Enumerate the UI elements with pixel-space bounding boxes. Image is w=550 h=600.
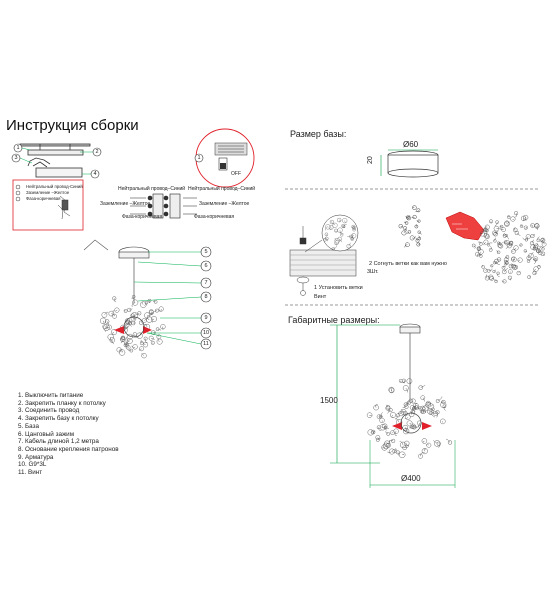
legend-item: 4. Закрепить базу к потолку [18, 415, 99, 423]
legend-item: 5. База [18, 422, 39, 430]
parts-legend: 1. Выключить питание 2. Закрепить планку… [18, 392, 119, 477]
wiring-phase-left: Фаза-коричневая [122, 214, 163, 220]
callout-1: 1 [16, 145, 20, 151]
wiring-box-frame [12, 179, 84, 231]
wiring-neutral-left: Нейтральный провод–Синий [118, 186, 186, 192]
legend-item: 6. Цанговый зажим [18, 430, 75, 438]
callout-10: 10 [202, 330, 210, 336]
wiring-box-neutral-label: Нейтральный провод-Синий [26, 184, 83, 189]
gabarit-title: Габаритные размеры: [288, 315, 380, 325]
ceiling-mount-drawing [19, 143, 91, 178]
callout-4: 4 [93, 171, 97, 177]
wiring-box-illustration [15, 184, 71, 220]
height-label: 1500 [320, 396, 338, 405]
legend-item: 7. Кабель длиной 1,2 метра [18, 438, 99, 446]
callout-1-switch: 1 [197, 155, 201, 161]
screw-label: Винт [314, 294, 327, 300]
chandelier-callout-lines [133, 251, 202, 345]
branch-install-drawing [289, 214, 359, 296]
chandelier-assembly-drawing [83, 239, 150, 303]
step2-label: 2 Согнуть ветки как вам нужно [369, 261, 447, 267]
full-chandelier-branches [471, 211, 547, 284]
left-lamp-holders [114, 316, 152, 338]
page-title: Инструкция сборки [6, 117, 139, 134]
base-size-drawing [380, 149, 439, 178]
mount-callout-lines [19, 147, 93, 175]
callout-3: 3 [14, 155, 18, 161]
count-label: 3Шт. [367, 269, 379, 275]
mount-callout-circles [11, 143, 102, 179]
wiring-box-ground-label: Заземление –Желтое [26, 190, 70, 195]
callout-11: 11 [203, 341, 209, 347]
callout-2: 2 [95, 149, 99, 155]
callout-6: 6 [204, 263, 208, 269]
legend-item: 3. Соединить провод [18, 407, 80, 415]
callout-5: 5 [204, 249, 208, 255]
width-label: Ø400 [401, 474, 421, 483]
legend-item: 2. Закрепить планку к потолку [18, 399, 106, 407]
dimension-lamp-holders [392, 412, 432, 434]
switch-off-label: OFF [231, 171, 241, 177]
wiring-box-phase-label: Фаза-коричневая [26, 196, 61, 201]
branch-mesh-detail [323, 217, 357, 251]
wiring-ground-left: Заземление –Желтое [100, 201, 151, 207]
wiring-phase-right: Фаза-коричневая [194, 214, 235, 220]
legend-item: 10. G9*3L [18, 461, 47, 469]
wiring-ground-right: Заземление –Желтое [199, 201, 250, 207]
hand-illustration [445, 211, 485, 241]
callout-8: 8 [204, 294, 208, 300]
callout-7: 7 [204, 280, 208, 286]
wiring-connector-diagram [130, 193, 197, 219]
legend-item: 11. Винт [18, 469, 43, 477]
legend-item: 8. Основание крепления патронов [18, 445, 119, 453]
callout-9: 9 [204, 315, 208, 321]
power-switch-illustration [194, 128, 255, 188]
dimension-drawing [330, 323, 456, 488]
base-height-label: 20 [367, 156, 374, 164]
wiring-neutral-right: Нейтральный провод–Синий [188, 186, 256, 192]
single-branch-illustration [398, 205, 422, 248]
dimension-chandelier-branches [366, 378, 453, 459]
left-chandelier-branches [99, 294, 166, 359]
base-diameter-label: Ø60 [403, 140, 419, 149]
base-size-title: Размер базы: [290, 129, 347, 139]
legend-item: 9. Арматура [18, 453, 54, 461]
chandelier-callout-circles [200, 246, 212, 350]
legend-item: 1. Выключить питание [18, 392, 84, 399]
step1-label: 1 Установить ветки [314, 285, 363, 291]
